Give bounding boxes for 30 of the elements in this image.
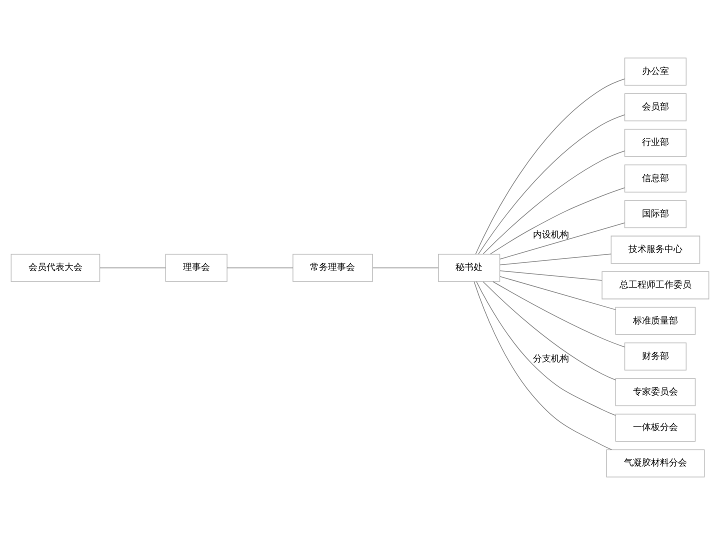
node-box: 理事会 [165, 254, 228, 282]
connector [500, 276, 616, 310]
connector [482, 281, 616, 380]
node-box: 会员部 [624, 93, 687, 122]
node-box: 国际部 [624, 200, 687, 228]
connector [500, 254, 612, 266]
node-box: 一体板分会 [615, 414, 696, 442]
node-box: 常务理事会 [292, 254, 373, 282]
connector [490, 187, 626, 254]
edge-label: 分支机构 [532, 354, 569, 365]
node-box: 专家委员会 [615, 378, 696, 406]
node-box: 技术服务中心 [610, 236, 700, 264]
node-box: 总工程师工作委员 [602, 271, 710, 300]
node-box: 标准质量部 [615, 306, 696, 335]
node-box: 秘书处 [438, 254, 500, 282]
node-box: 行业部 [624, 128, 687, 157]
connector [500, 270, 602, 281]
node-box: 财务部 [624, 342, 687, 371]
node-box: 办公室 [624, 58, 687, 86]
connector [482, 150, 626, 254]
edge-label: 内设机构 [532, 230, 569, 240]
connector [474, 281, 612, 450]
connector [476, 281, 616, 416]
connector [478, 114, 626, 255]
node-box: 会员代表大会 [10, 254, 100, 282]
node-box: 信息部 [624, 164, 687, 192]
connector [500, 222, 625, 260]
connector [492, 281, 625, 348]
node-box: 气凝胶材料分会 [606, 449, 705, 478]
connector [475, 78, 625, 255]
